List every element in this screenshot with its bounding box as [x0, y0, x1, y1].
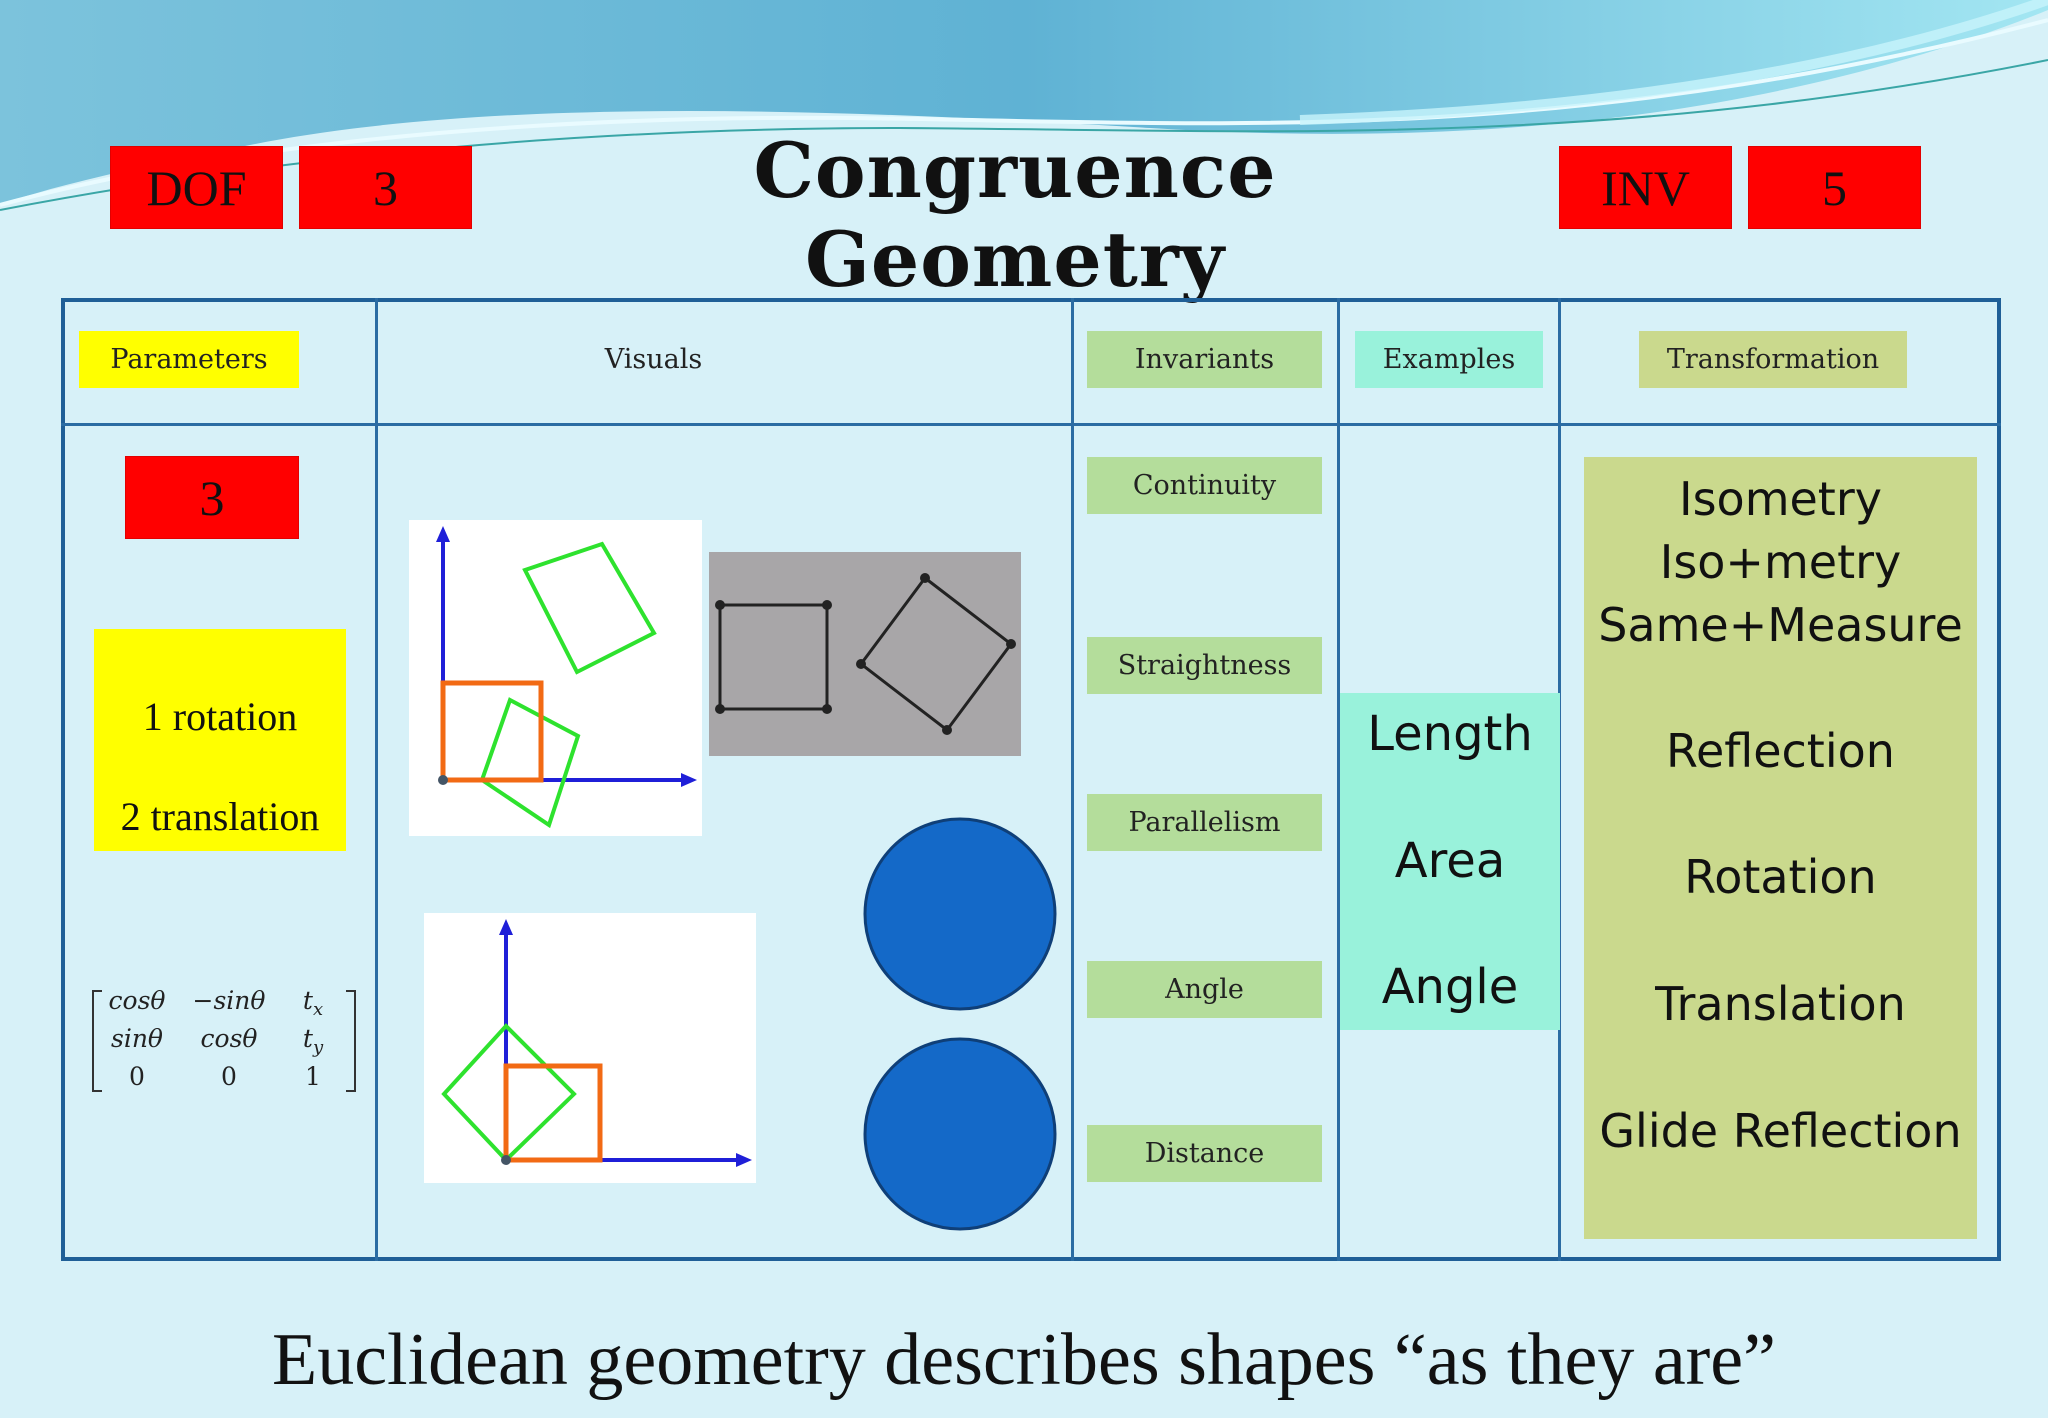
column-header-visuals: Visuals — [604, 344, 703, 375]
matrix-cell: cosθ — [108, 986, 166, 1015]
matrix-cell: −sinθ — [192, 986, 266, 1015]
transformation-heading-line: Iso+metry — [1659, 535, 1902, 589]
column-header-examples: Examples — [1355, 331, 1543, 388]
parameter-count-box: 3 — [126, 457, 298, 538]
dof-value: 3 — [373, 159, 398, 216]
column-divider — [375, 298, 378, 1261]
blue-circle-icon — [863, 1037, 1057, 1231]
example-length: Length — [1367, 706, 1533, 762]
invariant-straightness: Straightness — [1087, 637, 1322, 694]
column-header-transformation: Transformation — [1639, 331, 1907, 388]
invariant-continuity: Continuity — [1087, 457, 1322, 514]
dof-label-box: DOF — [111, 147, 282, 228]
column-header-invariants: Invariants — [1087, 331, 1322, 388]
transformation-reflection: Reflection — [1666, 724, 1895, 778]
invariant-distance: Distance — [1087, 1125, 1322, 1182]
column-divider — [1337, 298, 1340, 1261]
matrix-cell: ty — [302, 1024, 324, 1058]
comparison-table — [61, 298, 2001, 1261]
page-title: Congruence Geometry — [753, 126, 1277, 304]
inv-label: INV — [1601, 159, 1690, 216]
dof-value-box: 3 — [300, 147, 471, 228]
parameter-count: 3 — [199, 469, 225, 526]
translation-count: 2 translation — [120, 794, 320, 839]
matrix-cell: 0 — [221, 1062, 237, 1091]
column-divider — [1071, 298, 1074, 1261]
column-header-parameters: Parameters — [79, 331, 299, 388]
rotation-count: 1 rotation — [142, 694, 298, 739]
example-area: Area — [1394, 833, 1506, 889]
matrix-cell: 0 — [129, 1062, 145, 1091]
reflected-squares-plot-icon — [424, 913, 756, 1183]
matrix-left-bracket — [92, 990, 102, 1092]
matrix-cell: cosθ — [200, 1024, 258, 1053]
inv-value-box: 5 — [1749, 147, 1920, 228]
inv-label-box: INV — [1560, 147, 1731, 228]
transformation-rotation: Rotation — [1684, 850, 1877, 904]
caption: Euclidean geometry describes shapes “as … — [272, 1319, 1776, 1401]
transformation-heading-line: Same+Measure — [1598, 598, 1963, 652]
rotated-squares-plot-icon — [409, 520, 702, 836]
transformation-translation: Translation — [1655, 977, 1906, 1031]
matrix-cell: sinθ — [111, 1024, 163, 1053]
invariant-parallelism: Parallelism — [1087, 794, 1322, 851]
blue-circle-icon — [863, 817, 1057, 1011]
transformation-box: Isometry Iso+metry Same+Measure Reflecti… — [1584, 457, 1977, 1239]
transformation-heading-line: Isometry — [1679, 472, 1882, 526]
matrix-cell: tx — [302, 986, 324, 1020]
invariant-angle: Angle — [1087, 961, 1322, 1018]
parameters-box: 1 rotation 2 translation — [94, 629, 346, 851]
transformation-matrix: cosθ −sinθ tx sinθ cosθ ty 0 0 1 — [92, 980, 356, 1092]
inv-value: 5 — [1822, 159, 1847, 216]
matrix-right-bracket — [346, 990, 356, 1092]
transformation-glide-reflection: Glide Reflection — [1599, 1104, 1962, 1158]
example-angle: Angle — [1381, 959, 1519, 1015]
dof-label: DOF — [146, 159, 247, 216]
matrix-subscript: y — [312, 1037, 324, 1058]
matrix-cell: 1 — [305, 1062, 321, 1091]
matrix-subscript: x — [312, 999, 324, 1020]
header-row-divider — [61, 423, 2001, 426]
photo-squares-icon — [709, 552, 1021, 756]
examples-box: Length Area Angle — [1340, 693, 1560, 1030]
